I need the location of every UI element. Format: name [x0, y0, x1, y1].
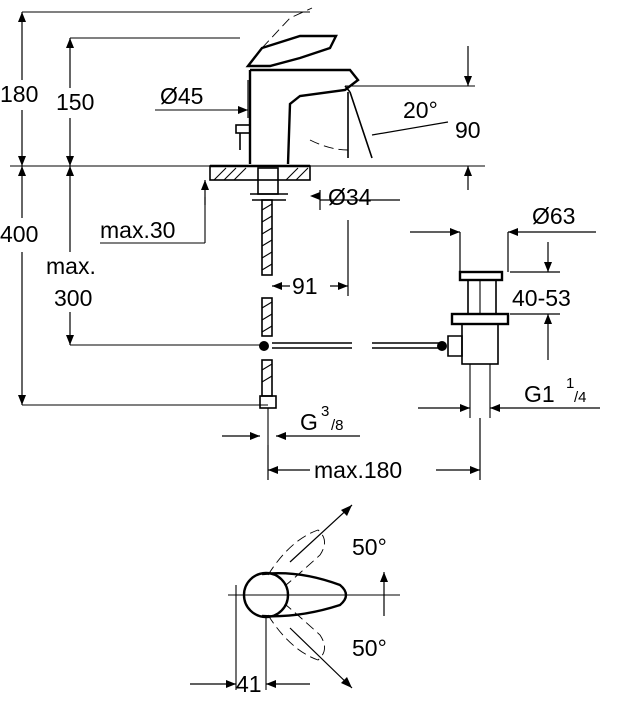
dimension-lines: [18, 12, 600, 480]
label-lever-offset: 41: [236, 671, 262, 697]
deck-mount: [209, 165, 311, 201]
label-spout-projection: 91: [292, 273, 318, 299]
faucet-side-view: [210, 7, 373, 168]
dimension-labels: 180 150 Ø45 20° 90 Ø34 max.30 400 max. 3…: [0, 81, 587, 697]
lever-dashed-outline: [261, 7, 313, 49]
faucet-body-upper: [250, 68, 360, 165]
label-deck-thickness: max.30: [100, 217, 175, 243]
lever-handle: [245, 34, 338, 68]
label-below-height: 400: [0, 221, 38, 247]
faucet-top-view: [190, 504, 400, 690]
top-view-lever: [261, 571, 348, 618]
label-total-height: 180: [0, 81, 38, 107]
popup-linkage: [272, 341, 447, 351]
label-waste-thread-sup: 1: [566, 375, 574, 392]
hose-nut: [259, 395, 277, 409]
label-hose-length-2: 300: [54, 285, 92, 311]
label-supply-thread-sub: /8: [331, 417, 344, 434]
popup-rod: [235, 124, 251, 134]
mounting-stud: [257, 167, 279, 195]
label-lever-angle-lower: 50°: [352, 635, 387, 661]
label-lever-angle-upper: 50°: [352, 534, 387, 560]
supply-hose: [259, 199, 277, 445]
label-waste-diameter: Ø63: [532, 203, 575, 229]
label-waste-height: 40-53: [512, 285, 571, 311]
label-spout-reach-angle: 90: [455, 117, 481, 143]
label-waste-reach: max.180: [314, 457, 402, 483]
label-spout-height: 150: [56, 89, 94, 115]
label-hole-diameter: Ø34: [328, 184, 372, 210]
label-supply-thread: G: [300, 409, 318, 435]
label-waste-thread: G1: [524, 381, 555, 407]
label-supply-thread-sup: 3: [321, 403, 329, 420]
label-waste-thread-sub: /4: [574, 389, 587, 406]
label-hose-length-1: max.: [46, 253, 96, 279]
lever-rotated-up: [267, 529, 325, 586]
lever-rotated-down: [267, 604, 325, 661]
label-swivel-angle: 20°: [403, 97, 438, 123]
swivel-arc: [309, 139, 349, 151]
reference-lines: [10, 11, 485, 406]
label-spout-diameter: Ø45: [160, 83, 203, 109]
waste-drain: [447, 270, 510, 418]
spout-mouth: [344, 85, 351, 93]
